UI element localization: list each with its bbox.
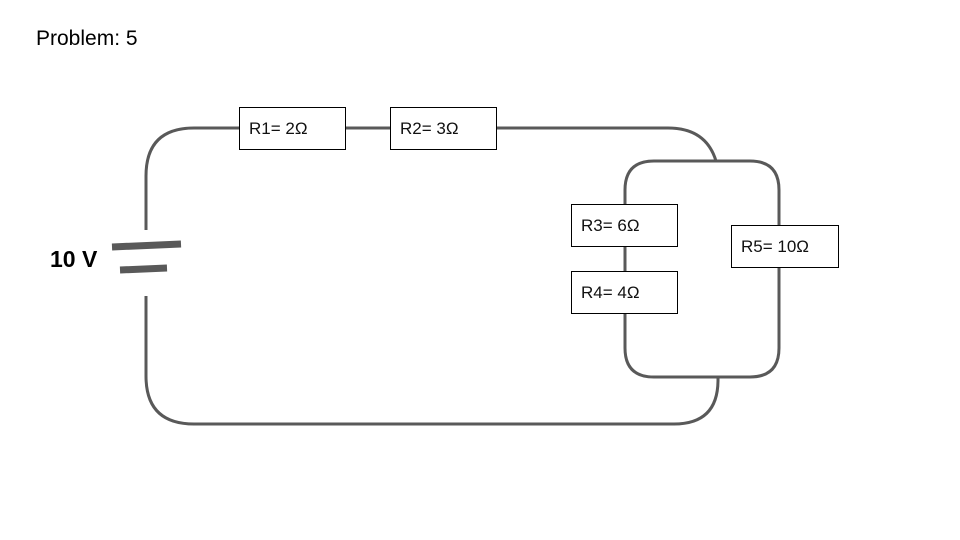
wire-battery-top-to-r1 — [144, 126, 239, 230]
battery-voltage-label: 10 V — [50, 246, 98, 272]
resistor-r5-label: R5= 10Ω — [741, 236, 809, 256]
problem-title: Problem: 5 — [36, 27, 138, 50]
resistor-r1-label: R1= 2Ω — [249, 118, 308, 138]
resistor-r4-label: R4= 4Ω — [581, 282, 640, 302]
resistor-r4: R4= 4Ω — [571, 271, 678, 314]
resistor-r2-label: R2= 3Ω — [400, 118, 459, 138]
resistor-r3-label: R3= 6Ω — [581, 215, 640, 235]
wire-parallel-bottom — [623, 268, 781, 379]
battery-positive-plate — [111, 240, 182, 251]
wire-parallel-bottom-to-return — [144, 296, 720, 426]
battery-negative-plate — [119, 264, 168, 274]
wire-r2-to-parallel-top — [497, 126, 718, 162]
resistor-r5: R5= 10Ω — [731, 225, 839, 268]
resistor-r1: R1= 2Ω — [239, 107, 346, 150]
resistor-r3: R3= 6Ω — [571, 204, 678, 247]
resistor-r2: R2= 3Ω — [390, 107, 497, 150]
wire-parallel-left-branch — [623, 159, 781, 225]
